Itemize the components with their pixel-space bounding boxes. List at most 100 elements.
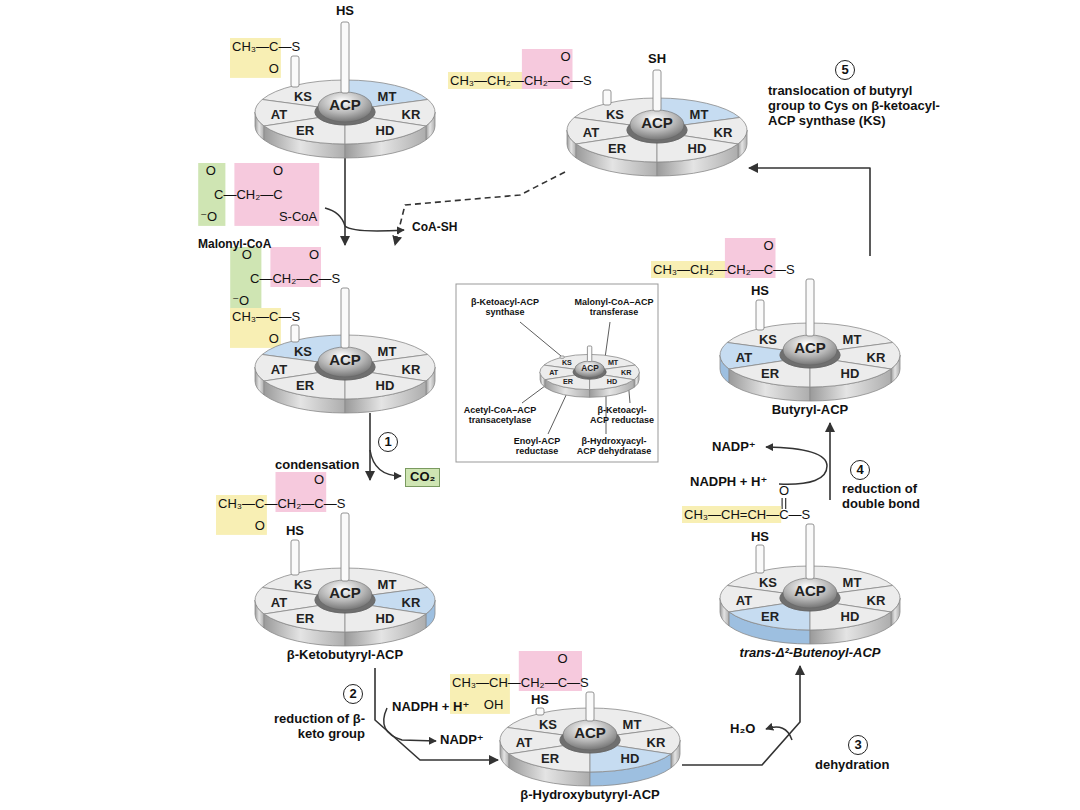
formula: C—CH₂—C	[214, 188, 283, 203]
segment-label: MT	[378, 345, 397, 358]
segment-label: AT	[271, 363, 287, 376]
step-label: reduction of β-keto group	[273, 712, 365, 742]
atom-label: S-CoA	[279, 210, 317, 225]
co2-release	[370, 450, 401, 476]
atom-label: ⁻O	[232, 294, 249, 309]
enzyme-wheel: KSMTATACPKRERHD	[539, 340, 640, 397]
atom-label: O	[779, 484, 789, 499]
segment-label: KR	[402, 596, 421, 609]
segment-label: KR	[647, 736, 666, 749]
acp-dome	[783, 578, 837, 608]
ks-cysteine-arm	[603, 90, 611, 105]
acp-arm	[588, 346, 592, 362]
segment-label: KR	[714, 126, 733, 139]
segment-label: ACP	[329, 352, 361, 367]
segment-label: HD	[688, 142, 707, 155]
step-label: HS	[525, 693, 555, 708]
atom-label: OH	[484, 698, 504, 713]
step-label: SH	[642, 52, 672, 67]
ks-cysteine-arm	[560, 356, 564, 358]
segment-label: ACP	[794, 583, 826, 598]
segment-label: MT	[378, 578, 397, 591]
segment-label: KS	[759, 576, 777, 589]
segment-label: KS	[294, 578, 312, 591]
segment-label: ER	[608, 142, 626, 155]
product-box: CO₂	[405, 468, 440, 487]
atom-label: O	[242, 248, 252, 263]
segment-label: AT	[516, 736, 532, 749]
segment-label: KS	[759, 333, 777, 346]
wheel-drawing	[253, 245, 437, 413]
enzyme-wheel: KSMTATACPKRERHDButyryl-ACP	[718, 256, 902, 423]
formula: CH₃—C—S	[232, 40, 300, 55]
atom-label: O	[269, 62, 279, 77]
segment-label: ER	[761, 367, 779, 380]
segment-label: MT	[608, 360, 618, 367]
acp-dome	[318, 347, 372, 377]
enzyme-callout: Enoyl-ACP reductase	[505, 436, 569, 457]
segment-label: KS	[294, 90, 312, 103]
reaction-arrow	[395, 172, 565, 245]
callout-number: 1	[378, 432, 398, 452]
acp-dome	[630, 110, 684, 140]
formula: CH₃—CH₂—CH₂—C—S	[653, 263, 795, 278]
segment-label: ER	[563, 378, 573, 385]
cofactor-arrow	[766, 447, 827, 484]
step-label: NADP⁺	[712, 440, 756, 455]
step-label: translocation of butyryl group to Cys on…	[768, 84, 940, 129]
segment-label: ACP	[329, 97, 361, 112]
step-label: NADPH + H⁺	[392, 700, 469, 715]
reaction-arrow	[749, 168, 870, 256]
segment-label: ER	[296, 124, 314, 137]
step-label: HS	[745, 284, 775, 299]
atom-label: ⁻O	[200, 210, 217, 225]
enzyme-wheel: KSMTATACPKRERHDtrans-Δ²-Butenoyl-ACP	[718, 500, 902, 666]
segment-label: KS	[294, 345, 312, 358]
wheel-name: β-Hydroxybutyryl-ACP	[520, 788, 659, 803]
segment-label: ACP	[329, 585, 361, 600]
callout-number: 2	[343, 684, 363, 704]
wheel-name: trans-Δ²-Butenoyl-ACP	[740, 646, 881, 661]
segment-label: KR	[402, 363, 421, 376]
formula: CH₃—CH—CH₂—C—S	[452, 676, 589, 691]
step-label: HS	[280, 524, 310, 539]
leader-line	[548, 391, 568, 434]
segment-label: ER	[541, 752, 559, 765]
reaction-arrow	[829, 423, 831, 500]
segment-label: HD	[607, 378, 617, 385]
acp-dome	[575, 361, 605, 378]
segment-label: KR	[402, 108, 421, 121]
atom-label: O	[273, 164, 283, 179]
callout-number: 4	[850, 460, 870, 480]
segment-label: AT	[736, 594, 752, 607]
atom-label: O	[255, 519, 265, 534]
formula: CH₃—CH₂—CH₂—C—S	[450, 74, 592, 89]
segment-label: MT	[378, 90, 397, 103]
acp-arm	[653, 70, 661, 111]
segment-label: KS	[562, 360, 572, 367]
ks-cysteine-arm	[291, 325, 299, 342]
ks-cysteine-arm	[756, 300, 764, 330]
segment-label: ACP	[574, 725, 606, 740]
segment-label: MT	[623, 718, 642, 731]
atom-label: O	[206, 164, 216, 179]
acp-arm	[341, 288, 349, 348]
ks-cysteine-arm	[536, 708, 544, 715]
segment-label: MT	[690, 108, 709, 121]
step-label: dehydration	[815, 758, 889, 773]
reaction-arrow	[682, 666, 800, 765]
segment-label: AT	[549, 369, 558, 376]
segment-label: HD	[841, 610, 860, 623]
segment-label: HD	[376, 124, 395, 137]
segment-label: KS	[539, 718, 557, 731]
segment-label: ACP	[581, 363, 599, 371]
step-label: HS	[330, 4, 360, 19]
step-label: condensation	[275, 458, 360, 473]
formula: C—CH₂—C—S	[250, 272, 340, 287]
acp-arm	[341, 513, 349, 581]
segment-label: MT	[843, 333, 862, 346]
step-label: NADPH + H⁺	[690, 475, 767, 490]
enzyme-callout: β-Ketoacyl-ACP synthase	[469, 297, 541, 318]
atom-label: O	[560, 50, 570, 65]
